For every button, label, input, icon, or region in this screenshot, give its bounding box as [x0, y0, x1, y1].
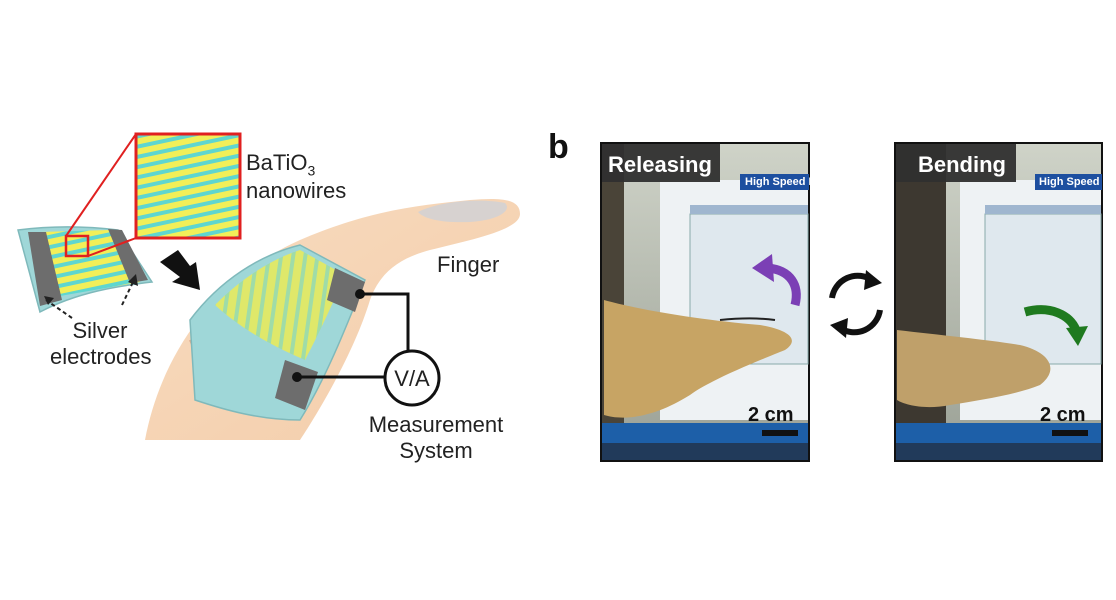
- electrode-arrowhead-right: [128, 274, 138, 286]
- photo-bending: [894, 142, 1103, 462]
- electrode-top-device: [327, 268, 365, 312]
- scale-label-left: 2 cm: [748, 404, 794, 426]
- finger-label: Finger: [437, 252, 500, 277]
- flat-electrode-left: [28, 232, 62, 306]
- flat-electrode-right: [108, 229, 148, 283]
- electrode-arrowhead-left: [44, 296, 54, 305]
- scale-bar-right: [1052, 430, 1088, 436]
- inset-label-nanowires: nanowires: [246, 178, 347, 203]
- panel-letter-b: b: [548, 128, 569, 166]
- meter-label: V/A: [394, 366, 430, 391]
- state-label-releasing: Releasing: [608, 152, 712, 177]
- zoom-line-1: [65, 133, 137, 237]
- electrode-arrow-right: [121, 279, 135, 306]
- electrode-label-line2: electrodes: [50, 344, 152, 369]
- electrode-arrow-left: [45, 299, 73, 319]
- fingernail: [418, 200, 507, 223]
- window-title-left: High Speed Mea: [745, 176, 830, 188]
- bend-arrow: [1023, 305, 1081, 333]
- refresh-cycle-icon: [829, 270, 883, 338]
- scale-label-right: 2 cm: [1040, 404, 1086, 426]
- release-arrow: [767, 263, 801, 307]
- bend-arrowhead: [1066, 326, 1088, 346]
- wire-top: [360, 292, 410, 372]
- electrode-bottom-device: [275, 360, 318, 410]
- state-label-bending: Bending: [918, 152, 1006, 177]
- zoom-line-2: [87, 237, 137, 257]
- photo-releasing: [600, 142, 810, 462]
- window-title-right: High Speed Mea: [1039, 176, 1116, 188]
- nanowire-inset: [134, 132, 242, 240]
- release-arrowhead: [752, 254, 774, 282]
- measurement-label-line2: System: [399, 438, 473, 463]
- nanowire-film-device: [215, 250, 345, 360]
- inset-label-batio3: BaTiO3: [246, 150, 316, 179]
- meter-circle: [383, 349, 441, 407]
- electrode-label-line1: Silver: [72, 318, 128, 343]
- zoom-box: [64, 234, 90, 258]
- measurement-label-line1: Measurement: [368, 412, 504, 437]
- transfer-arrow: [160, 250, 200, 290]
- scale-bar-left: [762, 430, 798, 436]
